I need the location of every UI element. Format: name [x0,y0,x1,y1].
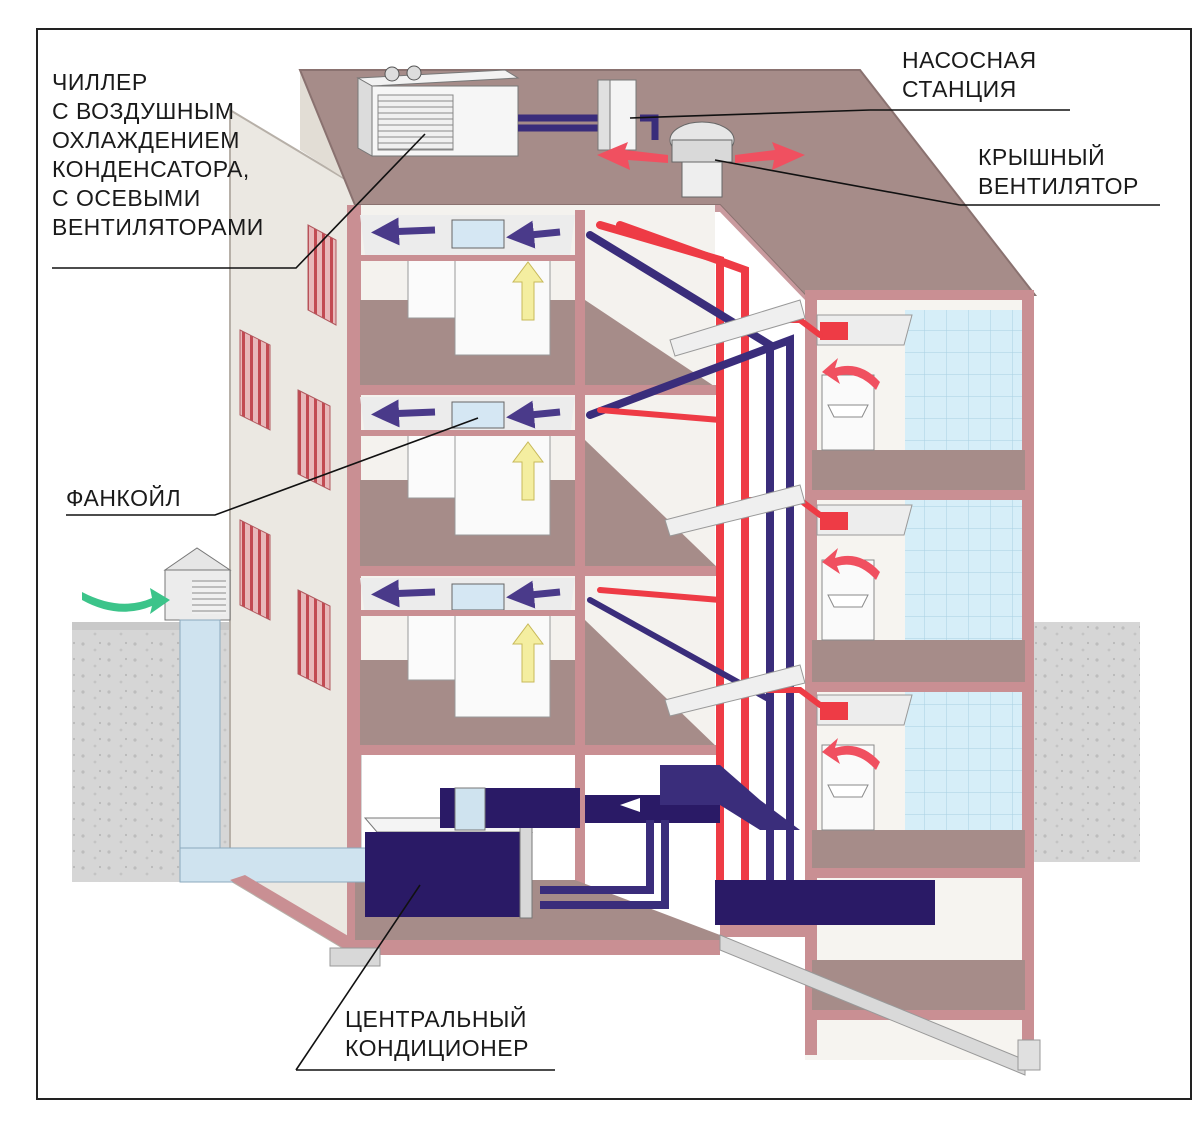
room-air-arrows [371,217,561,609]
foundation [230,875,1041,1076]
rising-air-arrows [512,261,544,683]
bathroom-air-arrows [822,358,880,770]
fresh-air-intake [163,547,371,883]
washbasins [821,374,875,831]
pump-station [597,79,637,151]
chiller-label: ЧИЛЛЕР С ВОЗДУШНЫМ ОХЛАЖДЕНИЕМ КОНДЕНСАТ… [52,69,264,240]
supply-duct [440,765,935,925]
central-ac-label: ЦЕНТРАЛЬНЫЙ КОНДИЦИОНЕР [345,1006,529,1061]
exhaust-grilles [816,314,913,726]
ground-right [1030,622,1140,862]
leader-lines [52,109,1160,1071]
central-ac-unit [363,817,534,919]
chiller [356,65,520,157]
roof-fan [669,121,735,198]
fresh-air-arrow [82,588,170,614]
facade-windows [239,224,337,691]
roof-fan-label: КРЫШНЫЙ ВЕНТИЛЯТОР [978,144,1139,199]
corridor-ducts [664,299,806,717]
pipe-risers [586,221,823,884]
roof-fan-arrows [597,142,805,170]
fancoil-label: ФАНКОЙЛ [66,485,182,511]
pump-station-label: НАСОСНАЯ СТАНЦИЯ [902,47,1037,102]
